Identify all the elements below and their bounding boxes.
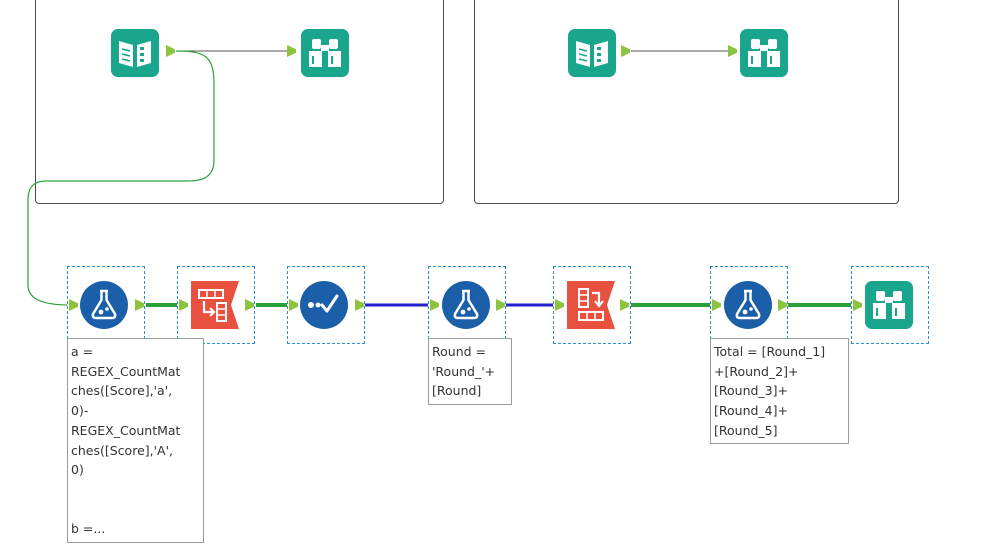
book-icon: [568, 29, 616, 77]
input-anchor-formula-3[interactable]: [712, 299, 721, 311]
formula-tool-1[interactable]: [80, 281, 128, 329]
formula-tool-2[interactable]: [442, 281, 490, 329]
input-anchor-formula-1[interactable]: [69, 299, 78, 311]
crosstab-icon: [567, 281, 615, 329]
transpose-tool-1[interactable]: [191, 281, 239, 329]
annotation-formula-3: Total = [Round_1] +[Round_2]+ [Round_3]+…: [710, 338, 849, 444]
output-anchor-input-2[interactable]: [621, 45, 630, 57]
tool-container-right[interactable]: [474, 0, 899, 204]
output-anchor-input-1[interactable]: [166, 45, 175, 57]
output-anchor-crosstab-1[interactable]: [620, 299, 629, 311]
transpose-icon: [191, 281, 239, 329]
binoculars-icon: [865, 281, 913, 329]
connection-input1-formula1[interactable]: [27, 50, 215, 306]
output-anchor-formula-3[interactable]: [778, 299, 787, 311]
browse-tool-2[interactable]: [740, 29, 788, 77]
binoculars-icon: [740, 29, 788, 77]
output-anchor-formula-2[interactable]: [496, 299, 505, 311]
annotation-formula-1: a = REGEX_CountMat ches([Score],'a', 0)-…: [67, 338, 204, 543]
tool-container-left[interactable]: [35, 0, 444, 204]
input-tool-1[interactable]: [111, 29, 159, 77]
flask-icon: [80, 281, 128, 329]
input-anchor-multirow-1[interactable]: [289, 299, 298, 311]
annotation-formula-2: Round = 'Round_'+ [Round]: [428, 338, 512, 405]
flask-icon: [442, 281, 490, 329]
output-anchor-formula-1[interactable]: [135, 299, 144, 311]
input-anchor-browse-2[interactable]: [728, 45, 737, 57]
checkmark-graph-icon: [300, 281, 348, 329]
multirow-tool-1[interactable]: [300, 281, 348, 329]
book-icon: [111, 29, 159, 77]
input-anchor-transpose-1[interactable]: [179, 299, 188, 311]
browse-tool-1[interactable]: [301, 29, 349, 77]
input-anchor-formula-2[interactable]: [430, 299, 439, 311]
input-anchor-crosstab-1[interactable]: [555, 299, 564, 311]
browse-tool-3[interactable]: [865, 281, 913, 329]
formula-tool-3[interactable]: [724, 281, 772, 329]
input-tool-2[interactable]: [568, 29, 616, 77]
input-anchor-browse-1[interactable]: [287, 45, 296, 57]
output-anchor-transpose-1[interactable]: [245, 299, 254, 311]
input-anchor-browse-3[interactable]: [853, 299, 862, 311]
output-anchor-multirow-1[interactable]: [355, 299, 364, 311]
flask-icon: [724, 281, 772, 329]
binoculars-icon: [301, 29, 349, 77]
crosstab-tool-1[interactable]: [567, 281, 615, 329]
